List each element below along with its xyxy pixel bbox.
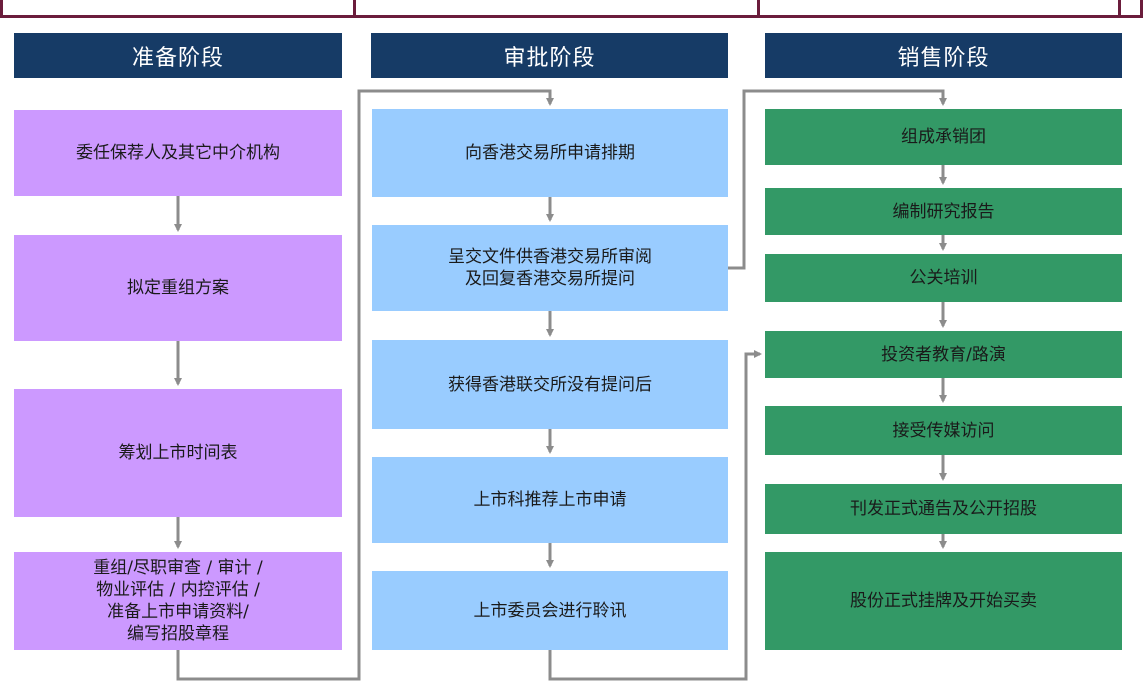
sales-step: 编制研究报告 [765, 188, 1122, 235]
stage-header-approval: 审批阶段 [371, 33, 728, 78]
top-frame [0, 0, 1143, 18]
approval-step: 获得香港联交所没有提问后 [372, 340, 728, 429]
sales-step: 投资者教育/路演 [765, 331, 1122, 378]
sales-step: 刊发正式通告及公开招股 [765, 484, 1122, 534]
approval-step: 呈交文件供香港交易所审阅 及回复香港交易所提问 [372, 225, 728, 311]
sales-step: 组成承销团 [765, 109, 1122, 165]
prep-step: 委任保荐人及其它中介机构 [14, 110, 342, 196]
arrow-approval-to-sales-bottom [548, 350, 762, 681]
prep-step: 拟定重组方案 [14, 235, 342, 341]
arrow-prep-to-approval [176, 89, 554, 681]
prep-step: 重组/尽职审查 / 审计 / 物业评估 / 内控评估 / 准备上市申请资料/ 编… [14, 552, 342, 650]
frame-divider [1118, 0, 1121, 15]
frame-divider [757, 0, 760, 15]
arrow-approval-to-sales-top [728, 89, 947, 270]
frame-divider [353, 0, 356, 15]
prep-step: 筹划上市时间表 [14, 389, 342, 517]
sales-step: 公关培训 [765, 254, 1122, 302]
sales-step: 股份正式挂牌及开始买卖 [765, 552, 1122, 650]
stage-header-sales: 销售阶段 [765, 33, 1122, 78]
approval-step: 向香港交易所申请排期 [372, 109, 728, 197]
stage-header-prep: 准备阶段 [14, 33, 342, 78]
approval-step: 上市科推荐上市申请 [372, 457, 728, 543]
approval-step: 上市委员会进行聆讯 [372, 571, 728, 650]
sales-step: 接受传媒访问 [765, 406, 1122, 455]
